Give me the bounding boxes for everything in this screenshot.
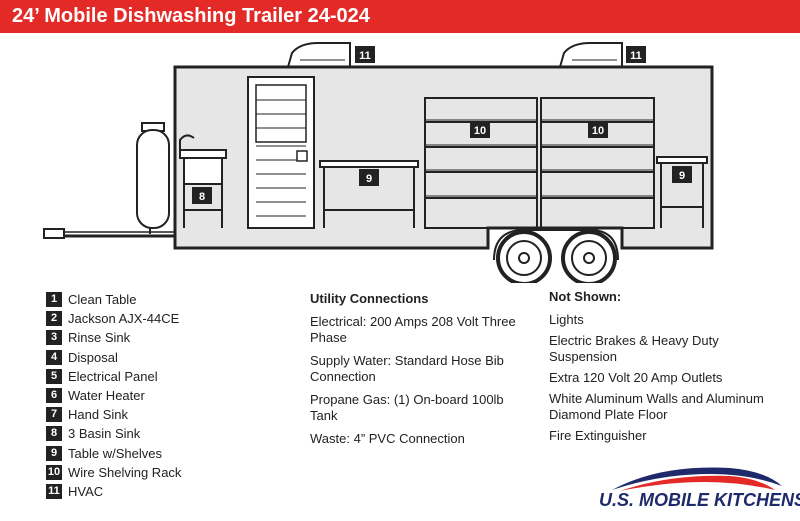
hvac-unit-right [558,42,623,68]
not-shown-item: Extra 120 Volt 20 Amp Outlets [549,370,723,385]
svg-text:9: 9 [366,173,372,185]
not-shown-item: Electric Brakes & Heavy Duty Suspension [549,333,719,364]
legend-item: 9 Table w/Shelves [46,444,181,463]
not-shown-heading: Not Shown: [549,289,622,304]
legend-item: 11 HVAC [46,482,181,501]
legend-number: 8 [46,426,62,442]
wheel-fender [493,229,619,261]
legend-label: Hand Sink [68,407,128,423]
tag-basin-sink: 8 [192,187,212,204]
svg-text:11: 11 [359,50,371,62]
legend-label: Clean Table [68,292,137,308]
legend-number: 9 [46,445,62,461]
hand-sink [179,134,195,150]
legend-item: 2 Jackson AJX-44CE [46,309,181,328]
trailer-hitch [43,228,175,239]
utility-item: Waste: 4” PVC Connection [310,431,465,446]
wheel-right [561,230,617,283]
legend-number: 1 [46,292,62,308]
legend-number: 3 [46,330,62,346]
not-shown-item: White Aluminum Walls and Aluminum Diamon… [549,391,764,422]
legend-number: 4 [46,349,62,365]
svg-text:10: 10 [474,125,486,137]
utility-connections: Utility Connections Electrical: 200 Amps… [310,291,520,454]
legend-item: 10 Wire Shelving Rack [46,463,181,482]
svg-text:10: 10 [592,125,604,137]
svg-text:11: 11 [630,50,642,62]
equipment-legend: 1 Clean Table 2 Jackson AJX-44CE 3 Rinse Si… [46,290,181,501]
utility-heading: Utility Connections [310,291,429,306]
legend-label: Wire Shelving Rack [68,464,182,480]
legend-label: Rinse Sink [68,330,131,346]
utility-item: Supply Water: Standard Hose Bib Connecti… [310,353,504,384]
tag-hvac-right: 11 [626,46,646,63]
legend-item: 3 Rinse Sink [46,328,181,347]
three-basin-sink [179,149,227,228]
legend-item: 8 3 Basin Sink [46,424,181,443]
table-with-shelves-right [656,156,708,228]
legend-label: 3 Basin Sink [68,426,141,442]
tag-rack-right: 10 [588,121,608,138]
svg-text:8: 8 [199,191,205,203]
utility-item: Electrical: 200 Amps 208 Volt Three Phas… [310,314,516,345]
propane-tank [136,122,170,234]
page-title: 24’ Mobile Dishwashing Trailer 24-024 [0,0,800,33]
legend-item: 5 Electrical Panel [46,367,181,386]
legend-item: 1 Clean Table [46,290,181,309]
wire-shelving-rack-left [424,97,538,229]
svg-text:9: 9 [679,170,685,182]
legend-label: Table w/Shelves [68,445,162,461]
table-with-shelves-center [319,160,419,228]
not-shown-list: Not Shown: Lights Electric Brakes & Heav… [549,289,784,449]
wire-shelving-rack-right [540,97,655,229]
legend-label: HVAC [68,483,104,499]
legend-number: 6 [46,388,62,404]
hvac-unit-left [286,42,351,68]
legend-number: 7 [46,407,62,423]
legend-number: 2 [46,311,62,327]
legend-number: 10 [46,464,62,480]
legend-label: Jackson AJX-44CE [68,311,180,327]
not-shown-item: Fire Extinguisher [549,428,647,443]
tag-table-right: 9 [672,166,692,183]
legend-item: 4 Disposal [46,348,181,367]
trailer-diagram: 11 11 10 10 9 9 8 [43,42,714,283]
legend-number: 5 [46,368,62,384]
wheel-left [496,230,552,283]
tag-rack-left: 10 [470,121,490,138]
legend-number: 11 [46,483,62,499]
entry-door [247,76,315,229]
tag-table-center: 9 [359,169,379,186]
legend-label: Water Heater [68,388,145,404]
company-logo: U.S. MOBILE KITCHENS [590,462,800,517]
tag-hvac-left: 11 [355,46,375,63]
legend-label: Disposal [68,349,118,365]
not-shown-item: Lights [549,312,584,327]
utility-item: Propane Gas: (1) On-board 100lb Tank [310,392,504,423]
logo-text: U.S. MOBILE KITCHENS [599,490,800,510]
legend-item: 7 Hand Sink [46,405,181,424]
legend-item: 6 Water Heater [46,386,181,405]
logo-swoosh-icon [612,467,782,491]
legend-label: Electrical Panel [68,368,158,384]
